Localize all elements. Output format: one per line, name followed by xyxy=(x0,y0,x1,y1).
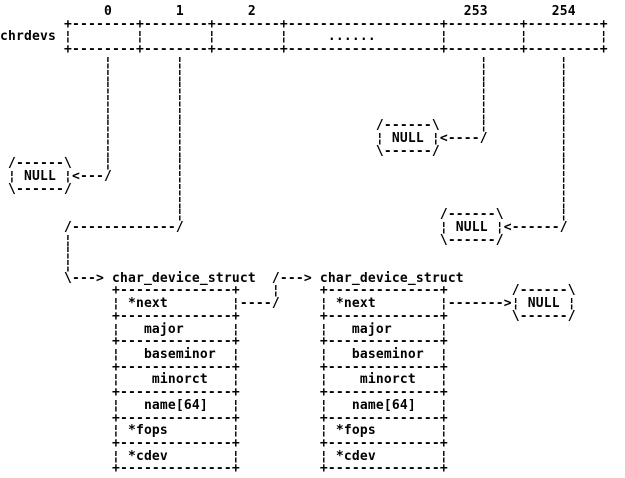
chrdevs-structure-diagram: 0 1 2 253 254 +--------+--------+-------… xyxy=(0,4,608,477)
ascii-diagram-text: 0 1 2 253 254 +--------+--------+-------… xyxy=(0,4,608,477)
